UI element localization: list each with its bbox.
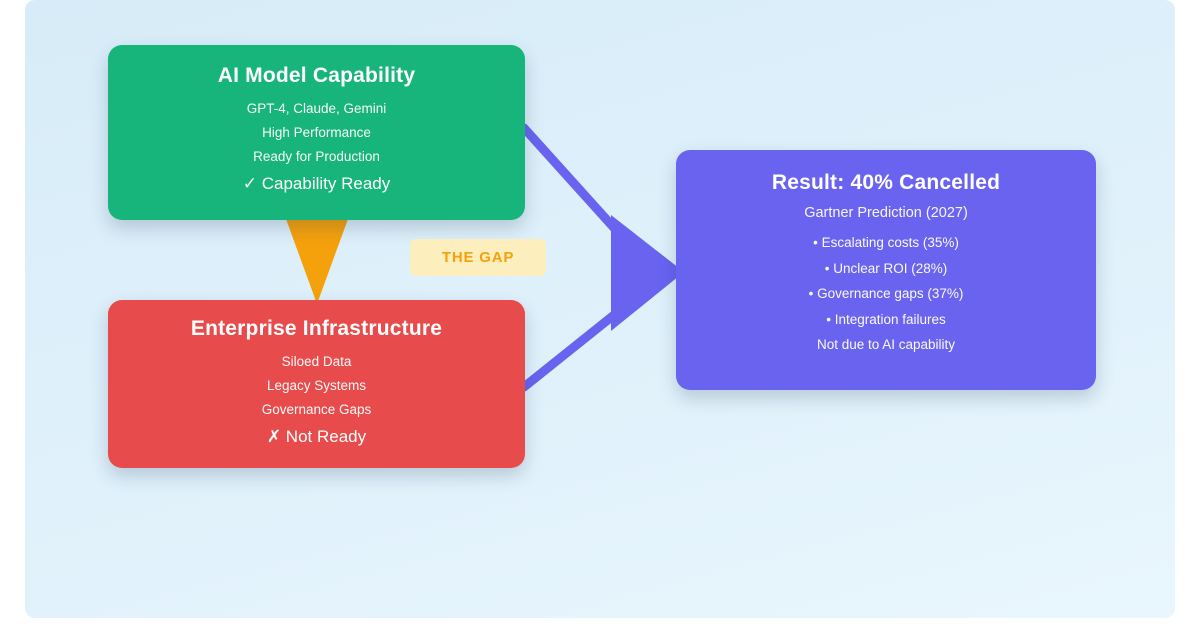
- result-title: Result: 40% Cancelled: [771, 171, 1001, 194]
- enterprise-infrastructure-box: Enterprise Infrastructure Siloed Data Le…: [108, 300, 525, 468]
- enterprise-infrastructure-line: Governance Gaps: [261, 402, 372, 417]
- enterprise-infrastructure-line: Legacy Systems: [266, 378, 367, 393]
- result-line: • Governance gaps (37%): [808, 286, 964, 301]
- ai-capability-line: High Performance: [262, 125, 371, 140]
- result-box: Result: 40% Cancelled Gartner Prediction…: [676, 150, 1096, 390]
- result-line: • Unclear ROI (28%): [824, 260, 948, 276]
- enterprise-infrastructure-title: Enterprise Infrastructure: [190, 317, 443, 340]
- ai-capability-line: Ready for Production: [253, 149, 380, 164]
- result-subtitle: Gartner Prediction (2027): [804, 205, 968, 221]
- ai-capability-line: GPT-4, Claude, Gemini: [246, 101, 387, 116]
- result-line: • Escalating costs (35%): [813, 235, 959, 250]
- ai-capability-status: ✓ Capability Ready: [242, 174, 391, 193]
- ai-capability-box: AI Model Capability GPT-4, Claude, Gemin…: [108, 45, 525, 220]
- enterprise-infrastructure-line: Siloed Data: [281, 354, 352, 369]
- result-line: • Integration failures: [826, 311, 946, 327]
- gap-label: THE GAP: [410, 239, 546, 276]
- ai-capability-title: AI Model Capability: [217, 64, 416, 87]
- enterprise-infrastructure-status: ✗ Not Ready: [266, 427, 367, 446]
- result-line: Not due to AI capability: [816, 337, 956, 352]
